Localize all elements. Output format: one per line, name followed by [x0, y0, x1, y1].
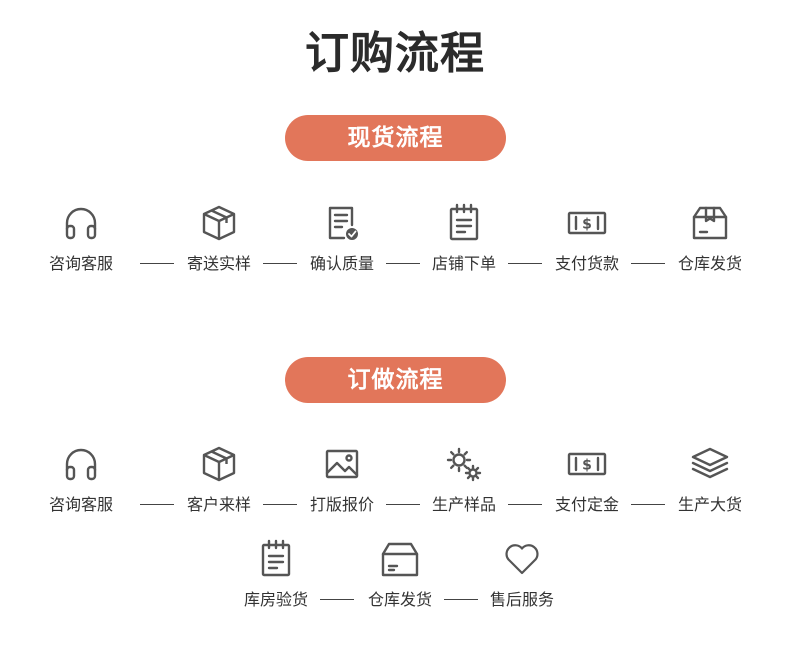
step-label: 仓库发货 — [367, 590, 432, 609]
svg-text:$: $ — [582, 217, 592, 233]
box-icon — [199, 203, 239, 243]
layers-icon — [690, 444, 730, 484]
step-label: 库房验货 — [243, 590, 308, 609]
step-label: 支付货款 — [554, 254, 619, 273]
heart-icon — [502, 539, 542, 579]
gears-icon — [444, 444, 484, 484]
package-icon — [690, 203, 730, 243]
notepad-icon — [444, 203, 484, 243]
step-label: 生产大货 — [677, 495, 742, 514]
connector-line — [140, 263, 174, 264]
connector-line — [631, 504, 665, 505]
step-label: 仓库发货 — [677, 254, 742, 273]
connector-line — [140, 504, 174, 505]
step-label: 店铺下单 — [431, 254, 496, 273]
svg-text:$: $ — [582, 458, 592, 474]
open-box-icon — [380, 539, 420, 579]
step-label: 咨询客服 — [48, 254, 113, 273]
box-icon — [199, 444, 239, 484]
step-label: 寄送实样 — [186, 254, 251, 273]
connector-line — [263, 504, 297, 505]
connector-line — [508, 504, 542, 505]
page-title: 订购流程 — [305, 28, 485, 79]
step-label: 打版报价 — [309, 495, 374, 514]
connector-line — [263, 263, 297, 264]
section-pill-custom: 订做流程 — [285, 357, 506, 403]
connector-line — [631, 263, 665, 264]
banknote-icon: $ — [567, 203, 607, 243]
section-pill-instock: 现货流程 — [285, 115, 506, 161]
notepad-icon — [256, 539, 296, 579]
image-icon — [322, 444, 362, 484]
document-check-icon — [322, 203, 362, 243]
connector-line — [508, 263, 542, 264]
connector-line — [386, 263, 420, 264]
connector-line — [444, 599, 478, 600]
step-label: 客户来样 — [186, 495, 251, 514]
connector-line — [320, 599, 354, 600]
connector-line — [386, 504, 420, 505]
step-label: 售后服务 — [489, 590, 554, 609]
step-label: 生产样品 — [431, 495, 496, 514]
step-label: 确认质量 — [309, 254, 374, 273]
headphones-icon — [61, 444, 101, 484]
step-label: 咨询客服 — [48, 495, 113, 514]
headphones-icon — [61, 203, 101, 243]
step-label: 支付定金 — [554, 495, 619, 514]
banknote-icon: $ — [567, 444, 607, 484]
